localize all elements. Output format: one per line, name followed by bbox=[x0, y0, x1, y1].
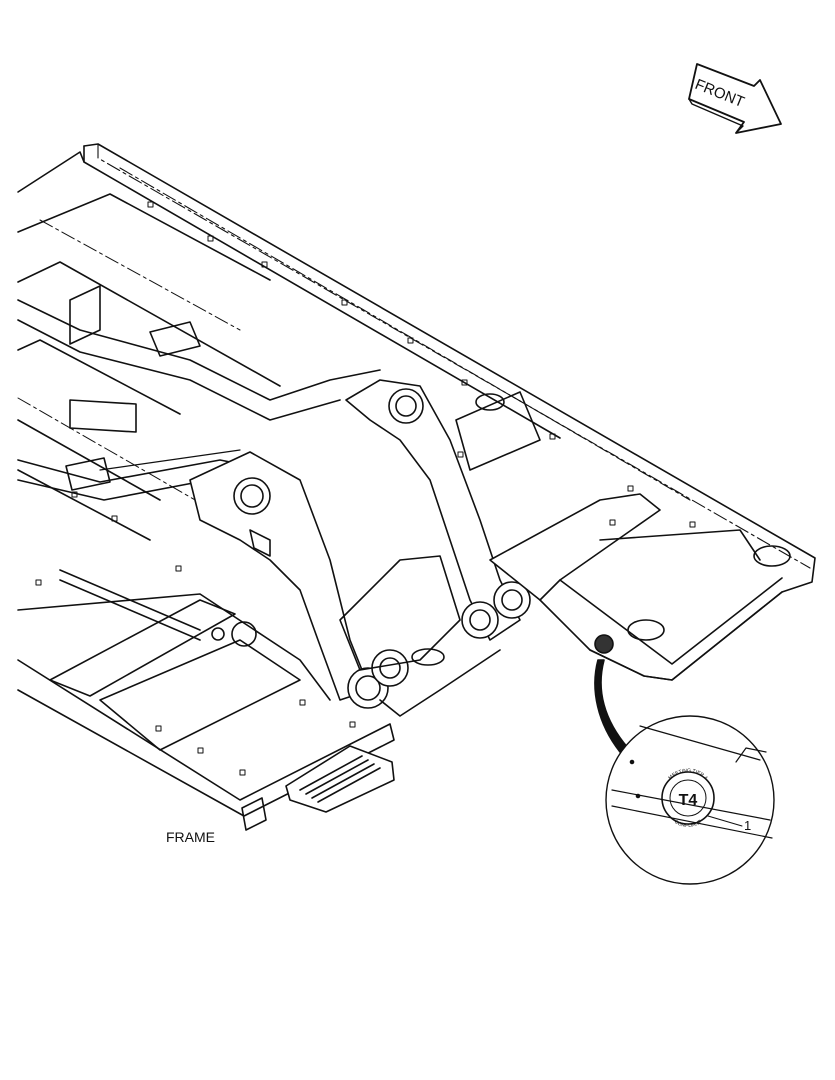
tier4-badge-on-frame bbox=[594, 634, 614, 654]
assembly-label: FRAME bbox=[166, 829, 215, 845]
cylinder-mounts bbox=[339, 555, 531, 717]
front-cross-member bbox=[455, 391, 791, 681]
detail-leader bbox=[594, 659, 629, 753]
tier4-compliant-badge bbox=[661, 771, 715, 825]
callout-number-1: 1 bbox=[744, 818, 752, 833]
right-side-rail bbox=[83, 143, 816, 681]
svg-text:COMPLIANT: COMPLIANT bbox=[673, 819, 703, 829]
access-step bbox=[285, 745, 395, 813]
badge-bottom-text: COMPLIANT bbox=[673, 819, 703, 829]
fastener-holes bbox=[35, 201, 696, 776]
boom-mount-plates bbox=[99, 379, 521, 701]
badge-detail-view: T4 MEETING TIER 4 COMPLIANT bbox=[605, 715, 775, 885]
badge-mark: T4 bbox=[679, 792, 698, 809]
boom-pin-boss-left bbox=[233, 477, 271, 515]
boom-pin-boss-right bbox=[388, 388, 424, 424]
front-direction-arrow: FRONT bbox=[688, 63, 782, 134]
left-lower-rail bbox=[17, 569, 395, 831]
